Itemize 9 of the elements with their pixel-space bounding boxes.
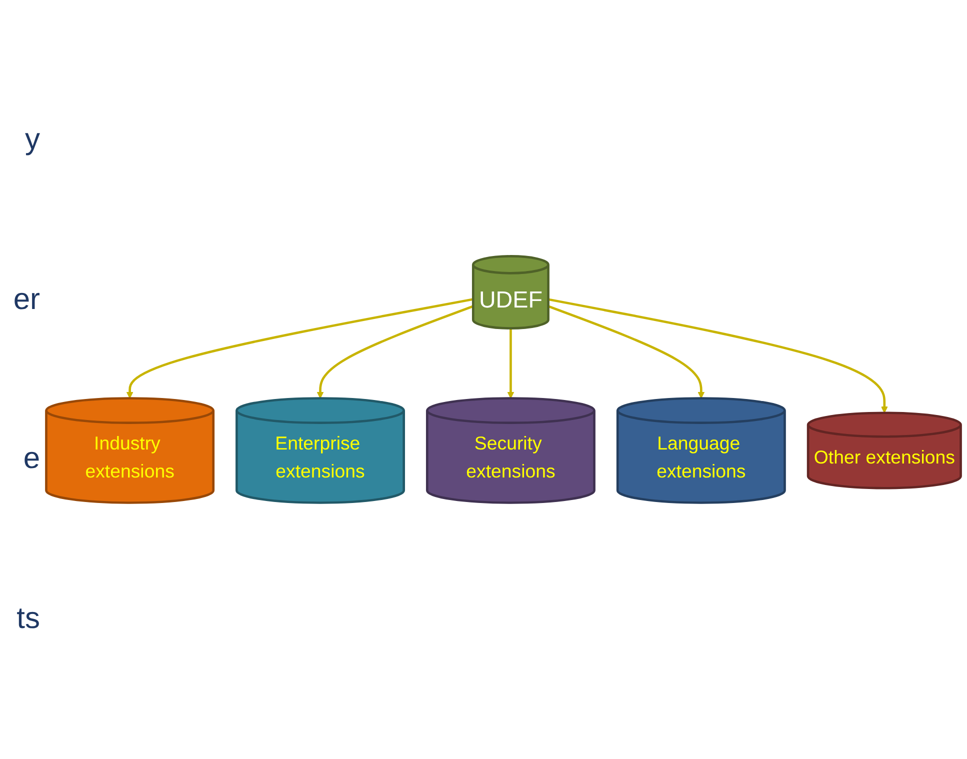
text-fragment: e — [22, 442, 40, 476]
text-fragment: y — [24, 122, 40, 157]
arrow — [316, 305, 474, 399]
arrow — [548, 305, 705, 399]
arrow — [507, 328, 514, 399]
arrow — [548, 298, 888, 414]
text-fragment: ts — [16, 602, 40, 636]
arrow — [126, 298, 474, 399]
text-fragment: er — [12, 282, 40, 317]
